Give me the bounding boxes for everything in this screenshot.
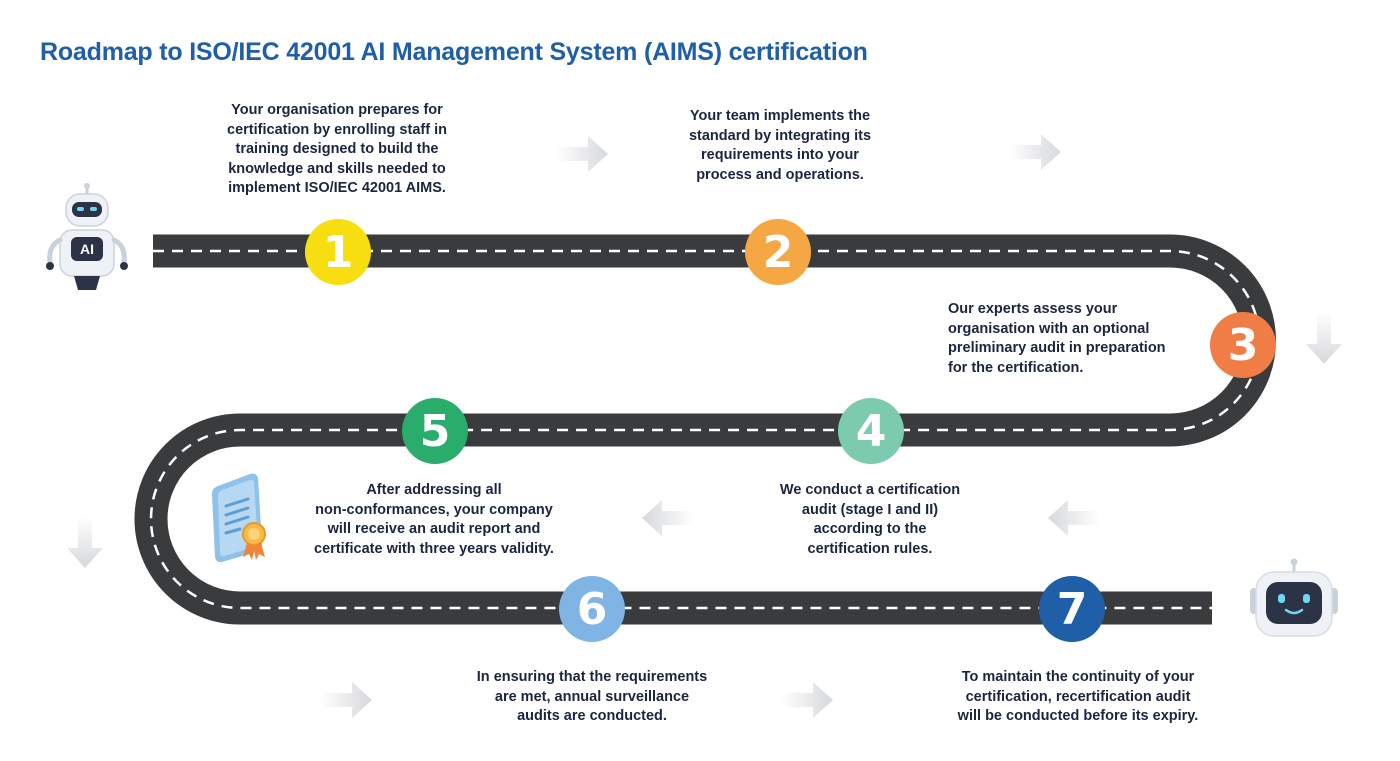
arrow-right-icon (1009, 134, 1061, 170)
robot-label: AI (80, 241, 94, 257)
step-3-description: Our experts assess your organisation wit… (948, 301, 1166, 376)
ai-robot-icon: AI (46, 183, 128, 290)
step-1-badge: 1 (305, 219, 371, 285)
step-5-badge: 5 (402, 398, 468, 464)
step-2-description: Your team implements the standard by int… (688, 108, 872, 183)
step-5-description: After addressing all non-conformances, y… (314, 482, 554, 557)
page-title: Roadmap to ISO/IEC 42001 AI Management S… (40, 38, 868, 66)
step-4-description: We conduct a certification audit (stage … (779, 482, 961, 557)
arrow-right-icon (556, 136, 608, 172)
step-7-description: To maintain the continuity of your certi… (957, 669, 1199, 724)
robot-face-icon (1250, 558, 1338, 637)
step-4-badge: 4 (838, 398, 904, 464)
step-3-badge: 3 (1210, 312, 1276, 378)
step-7-badge: 7 (1039, 576, 1105, 642)
arrow-down-icon (1306, 312, 1342, 364)
step-2-badge: 2 (745, 219, 811, 285)
certificate-icon (212, 473, 266, 563)
arrow-left-icon (642, 500, 694, 536)
arrow-down-icon (67, 516, 103, 568)
arrow-left-icon (1048, 500, 1100, 536)
step-6-description: In ensuring that the requirements are me… (476, 669, 708, 724)
arrow-right-icon (320, 682, 372, 718)
step-1-description: Your organisation prepares for certifica… (227, 102, 447, 196)
arrow-right-icon (781, 682, 833, 718)
step-6-badge: 6 (559, 576, 625, 642)
